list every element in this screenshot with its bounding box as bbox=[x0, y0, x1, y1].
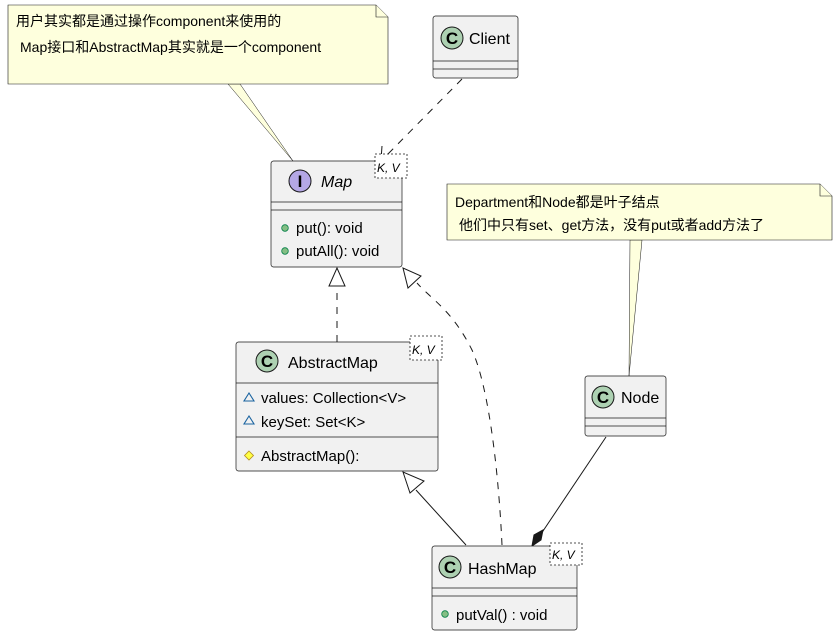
component-note-fold bbox=[375, 5, 388, 18]
public-method-icon bbox=[441, 610, 449, 618]
class-stereotype-icon bbox=[255, 349, 279, 373]
public-method-icon bbox=[281, 247, 289, 255]
package-field-icon bbox=[243, 391, 255, 402]
leaf-note-fold bbox=[819, 184, 832, 197]
leaf-note-body bbox=[446, 183, 833, 241]
component-note: 用户其实都是通过操作component来使用的 Map接口和AbstractMa… bbox=[7, 4, 389, 162]
hashmap-generalization-arrowhead bbox=[402, 471, 425, 494]
protected-method-icon bbox=[243, 450, 255, 461]
method-abstractmap-constructor: AbstractMap(): bbox=[261, 448, 359, 465]
class-stereotype-icon bbox=[438, 555, 462, 579]
class-stereotype-letter: C bbox=[446, 29, 458, 48]
type-parameter-label: K, V bbox=[412, 343, 436, 357]
type-parameter-label: K, V bbox=[552, 548, 576, 562]
interface-stereotype-letter: I bbox=[298, 172, 303, 191]
interface-map-name: Map bbox=[321, 174, 352, 191]
leaf-note-line-2: 他们中只有set、get方法，没有put或者add方法了 bbox=[459, 217, 764, 233]
method-putval: putVal() : void bbox=[456, 607, 547, 624]
class-abstractmap[interactable]: C AbstractMap K, V values: Collection<V>… bbox=[235, 335, 443, 472]
interface-map[interactable]: I Map K, V put(): void putAll(): void bbox=[270, 153, 408, 268]
leaf-note-line-1: Department和Node都是叶子结点 bbox=[455, 194, 660, 210]
class-hashmap[interactable]: C HashMap K, V putVal() : void bbox=[431, 542, 583, 631]
component-note-line-1: 用户其实都是通过操作component来使用的 bbox=[16, 13, 281, 29]
composition-diamond bbox=[531, 529, 544, 548]
class-stereotype-icon bbox=[440, 26, 464, 50]
method-putall: putAll(): void bbox=[296, 243, 379, 260]
component-note-line-2: Map接口和AbstractMap其实就是一个component bbox=[20, 39, 321, 55]
class-stereotype-letter: C bbox=[444, 558, 456, 577]
type-parameter-box bbox=[409, 335, 443, 361]
class-abstractmap-name: AbstractMap bbox=[288, 355, 378, 372]
type-parameter-box bbox=[374, 153, 408, 179]
class-stereotype-letter: C bbox=[597, 388, 609, 407]
node-composition-hashmap bbox=[540, 436, 607, 535]
hashmap-realization-arrowhead bbox=[402, 267, 422, 289]
public-method-icon bbox=[281, 224, 289, 232]
field-values: values: Collection<V> bbox=[261, 390, 406, 407]
class-stereotype-letter: C bbox=[261, 352, 273, 371]
hashmap-extends-abstractmap bbox=[415, 489, 467, 546]
component-note-connector bbox=[227, 83, 294, 162]
class-stereotype-icon bbox=[591, 385, 615, 409]
abstractmap-realization-arrowhead bbox=[328, 266, 346, 287]
type-parameter-box bbox=[549, 542, 583, 566]
leaf-note: Department和Node都是叶子结点 他们中只有set、get方法，没有p… bbox=[446, 183, 833, 377]
hashmap-realizes-map bbox=[416, 282, 503, 546]
leaf-note-connector bbox=[628, 239, 643, 377]
component-note-body bbox=[7, 4, 389, 85]
package-field-icon bbox=[243, 414, 255, 425]
class-hashmap-name: HashMap bbox=[468, 561, 537, 578]
method-put: put(): void bbox=[296, 220, 363, 237]
class-abstractmap-box bbox=[235, 341, 439, 472]
class-node-name: Node bbox=[621, 390, 659, 407]
class-client-name: Client bbox=[469, 31, 510, 48]
field-keyset: keySet: Set<K> bbox=[261, 414, 365, 431]
interface-stereotype-icon bbox=[288, 169, 312, 193]
class-client[interactable]: C Client bbox=[432, 15, 519, 79]
type-parameter-label: K, V bbox=[377, 161, 401, 175]
client-to-map-dependency bbox=[383, 78, 463, 159]
class-node[interactable]: C Node bbox=[584, 375, 667, 437]
